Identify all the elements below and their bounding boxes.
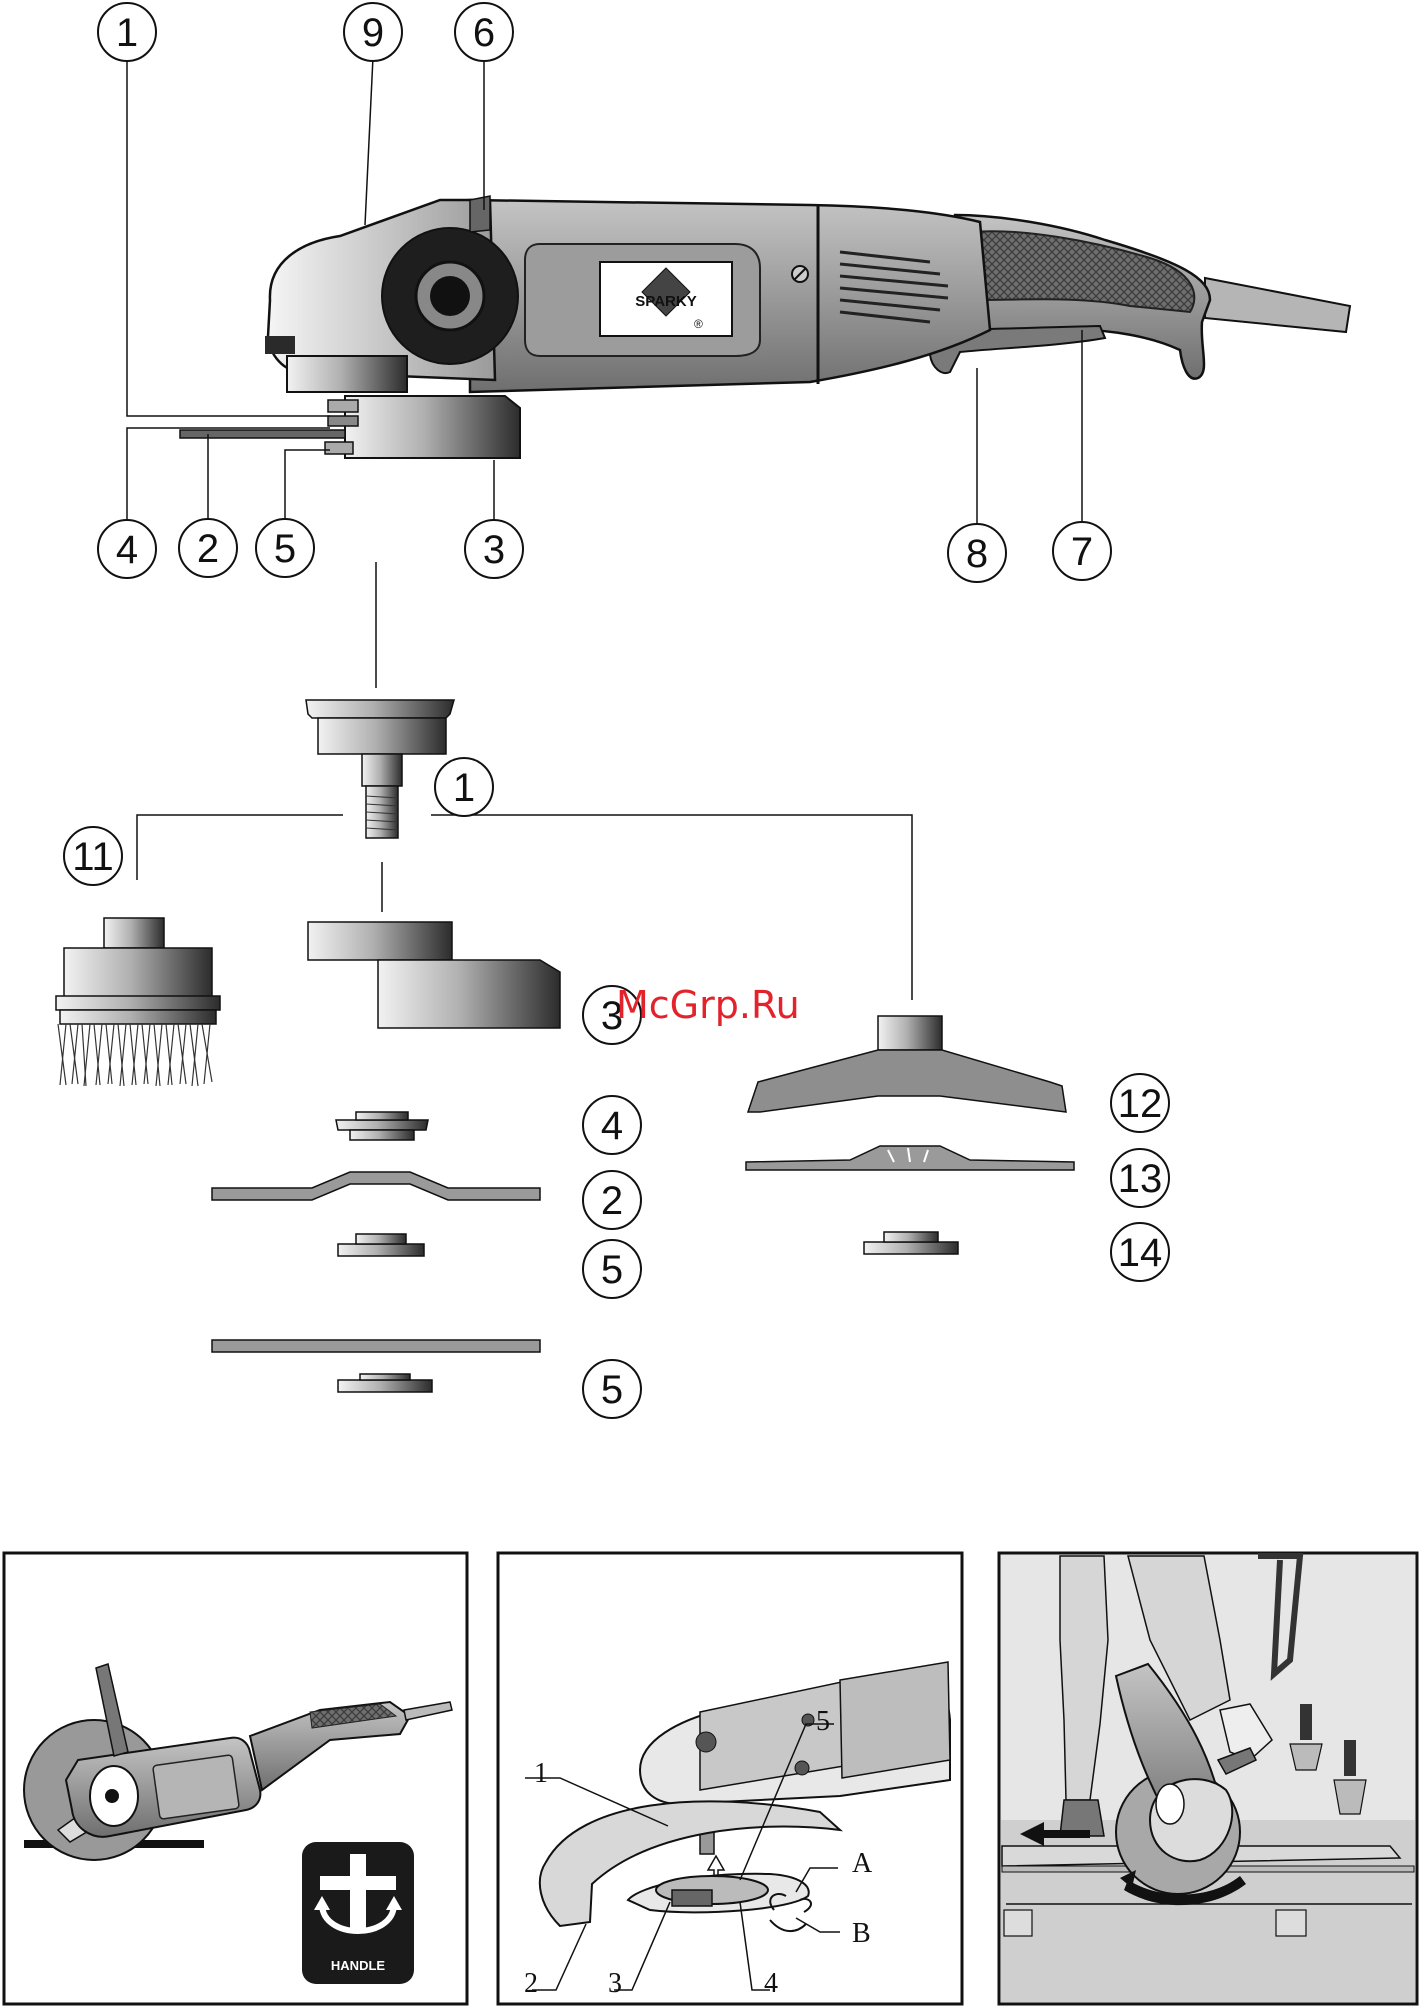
svg-text:3: 3 xyxy=(483,528,505,572)
callout-3-top: 3 xyxy=(465,520,523,578)
svg-text:2: 2 xyxy=(197,527,219,571)
svg-text:1: 1 xyxy=(453,766,475,810)
svg-text:5: 5 xyxy=(601,1368,623,1412)
svg-text:12: 12 xyxy=(1118,1082,1163,1126)
watermark-text: McGrp.Ru xyxy=(616,983,800,1027)
callout-4-top: 4 xyxy=(98,520,156,578)
clamp-nut-5-upper xyxy=(338,1234,424,1256)
cutting-disc xyxy=(212,1340,540,1352)
svg-text:11: 11 xyxy=(72,835,114,879)
svg-text:14: 14 xyxy=(1118,1231,1163,1275)
sanding-disc-13 xyxy=(746,1146,1074,1170)
callout-11: 11 xyxy=(64,827,122,885)
svg-text:9: 9 xyxy=(362,11,384,55)
label-2: 2 xyxy=(524,1968,538,1999)
sparky-logo-text: SPARKY xyxy=(635,293,696,310)
angle-grinder-main: SPARKY ® xyxy=(180,196,1350,458)
callout-1-parts: 1 xyxy=(435,758,493,816)
svg-text:1: 1 xyxy=(116,11,138,55)
callout-5-parts-upper: 5 xyxy=(583,1240,641,1298)
spindle-flange xyxy=(306,700,454,838)
callout-9: 9 xyxy=(344,3,402,61)
callout-2-parts: 2 xyxy=(583,1171,641,1229)
svg-text:8: 8 xyxy=(966,532,988,576)
callout-13: 13 xyxy=(1111,1149,1169,1207)
svg-text:2: 2 xyxy=(601,1179,623,1223)
svg-text:13: 13 xyxy=(1118,1157,1163,1201)
callout-1-top: 1 xyxy=(98,3,156,61)
svg-text:4: 4 xyxy=(116,528,138,572)
callout-12: 12 xyxy=(1111,1074,1169,1132)
svg-text:7: 7 xyxy=(1071,530,1093,574)
callout-2-top: 2 xyxy=(179,519,237,577)
handle-icon-text: HANDLE xyxy=(331,1958,385,1973)
exploded-parts xyxy=(56,562,1074,1392)
callout-8: 8 xyxy=(948,524,1006,582)
svg-text:6: 6 xyxy=(473,11,495,55)
panel-cutting-operation xyxy=(999,1553,1417,2004)
callout-7: 7 xyxy=(1053,522,1111,580)
callout-6: 6 xyxy=(455,3,513,61)
grinding-disc-2 xyxy=(212,1172,540,1200)
panel-guard-mounting: 1 5 A B 2 3 4 xyxy=(498,1553,962,2004)
label-1: 1 xyxy=(534,1758,548,1789)
svg-text:4: 4 xyxy=(601,1104,623,1148)
callout-5-parts-lower: 5 xyxy=(583,1360,641,1418)
clamp-nut-5-lower xyxy=(338,1374,432,1392)
flange-nut-4 xyxy=(336,1112,428,1140)
callout-4-parts: 4 xyxy=(583,1096,641,1154)
label-3: 3 xyxy=(608,1968,622,1999)
nut-14 xyxy=(864,1232,958,1254)
label-4: 4 xyxy=(764,1968,778,1999)
registered-mark: ® xyxy=(694,317,703,331)
callout-14: 14 xyxy=(1111,1223,1169,1281)
label-5: 5 xyxy=(816,1706,830,1737)
label-A: A xyxy=(852,1848,873,1879)
svg-text:5: 5 xyxy=(601,1248,623,1292)
label-B: B xyxy=(852,1918,871,1949)
callout-5-top: 5 xyxy=(256,519,314,577)
backing-pad-12 xyxy=(748,1016,1066,1112)
guard-part xyxy=(308,922,560,1028)
wire-brush xyxy=(56,918,220,1086)
panel-handle-usage: HANDLE xyxy=(4,1553,467,2004)
svg-text:5: 5 xyxy=(274,527,296,571)
